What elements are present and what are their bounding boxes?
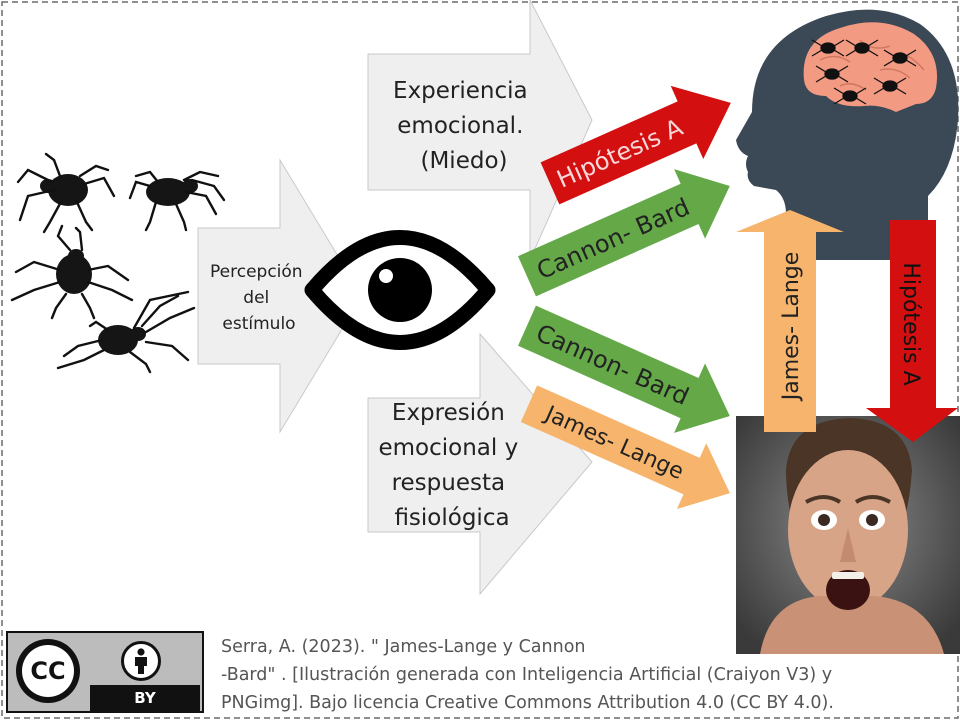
expression-line-1: Expresión bbox=[392, 400, 505, 426]
cc-by-license-badge: CC BY bbox=[6, 631, 204, 713]
arrow-james-lange-vertical: James- Lange bbox=[736, 210, 844, 432]
citation-line-1: Serra, A. (2023). " James-Lange y Cannon bbox=[221, 637, 586, 657]
spider-icon bbox=[56, 290, 196, 374]
spider-icon bbox=[128, 170, 226, 232]
arrow-hipotesis-vertical: Hipótesis A bbox=[866, 220, 958, 442]
brain-folds bbox=[819, 39, 925, 91]
expression-line-4: fisiológica bbox=[394, 505, 509, 531]
spider-icon bbox=[16, 152, 116, 234]
experience-line-3: (Miedo) bbox=[420, 148, 507, 174]
expression-label: Expresión emocional y respuesta fisiológ… bbox=[378, 400, 525, 531]
experience-line-1: Experiencia bbox=[393, 78, 528, 104]
expression-line-3: respuesta bbox=[392, 470, 506, 496]
nose bbox=[840, 528, 856, 562]
arrow-hipotesis-vertical-label: Hipótesis A bbox=[898, 262, 923, 385]
citation-text: Serra, A. (2023). " James-Lange y Cannon… bbox=[221, 633, 951, 717]
spiders-illustration bbox=[10, 152, 226, 374]
brain-spiders bbox=[811, 39, 917, 105]
perception-arrow bbox=[197, 158, 363, 434]
eyes bbox=[805, 495, 891, 530]
experience-line-2: emocional. bbox=[397, 113, 523, 139]
scared-face-photo bbox=[736, 416, 960, 654]
perception-label: Percepción del estímulo bbox=[210, 262, 308, 334]
teeth bbox=[832, 572, 864, 579]
cc-icon: CC bbox=[16, 639, 80, 703]
perception-line-2: del bbox=[243, 288, 269, 308]
spider-icon bbox=[10, 224, 134, 320]
citation-line-3: PNGimg]. Bajo licencia Creative Commons … bbox=[221, 693, 834, 713]
perception-line-3: estímulo bbox=[222, 314, 295, 334]
head-with-brain-illustration bbox=[736, 9, 959, 260]
expression-arrow bbox=[367, 332, 593, 596]
experience-label: Experiencia emocional. (Miedo) bbox=[393, 78, 535, 174]
by-label: BY bbox=[90, 685, 200, 711]
arrow-james-lange-vertical-label: James- Lange bbox=[779, 252, 804, 403]
open-mouth bbox=[826, 570, 870, 610]
citation-line-2: -Bard" . [Ilustración generada con Intel… bbox=[221, 665, 833, 685]
expression-line-2: emocional y bbox=[378, 435, 518, 461]
attribution-person-icon bbox=[121, 641, 161, 681]
eye-icon bbox=[304, 230, 496, 350]
cc-icon-text: CC bbox=[22, 645, 74, 697]
shoulders bbox=[760, 596, 944, 654]
person-glyph bbox=[135, 648, 147, 674]
perception-line-1: Percepción bbox=[210, 262, 303, 282]
